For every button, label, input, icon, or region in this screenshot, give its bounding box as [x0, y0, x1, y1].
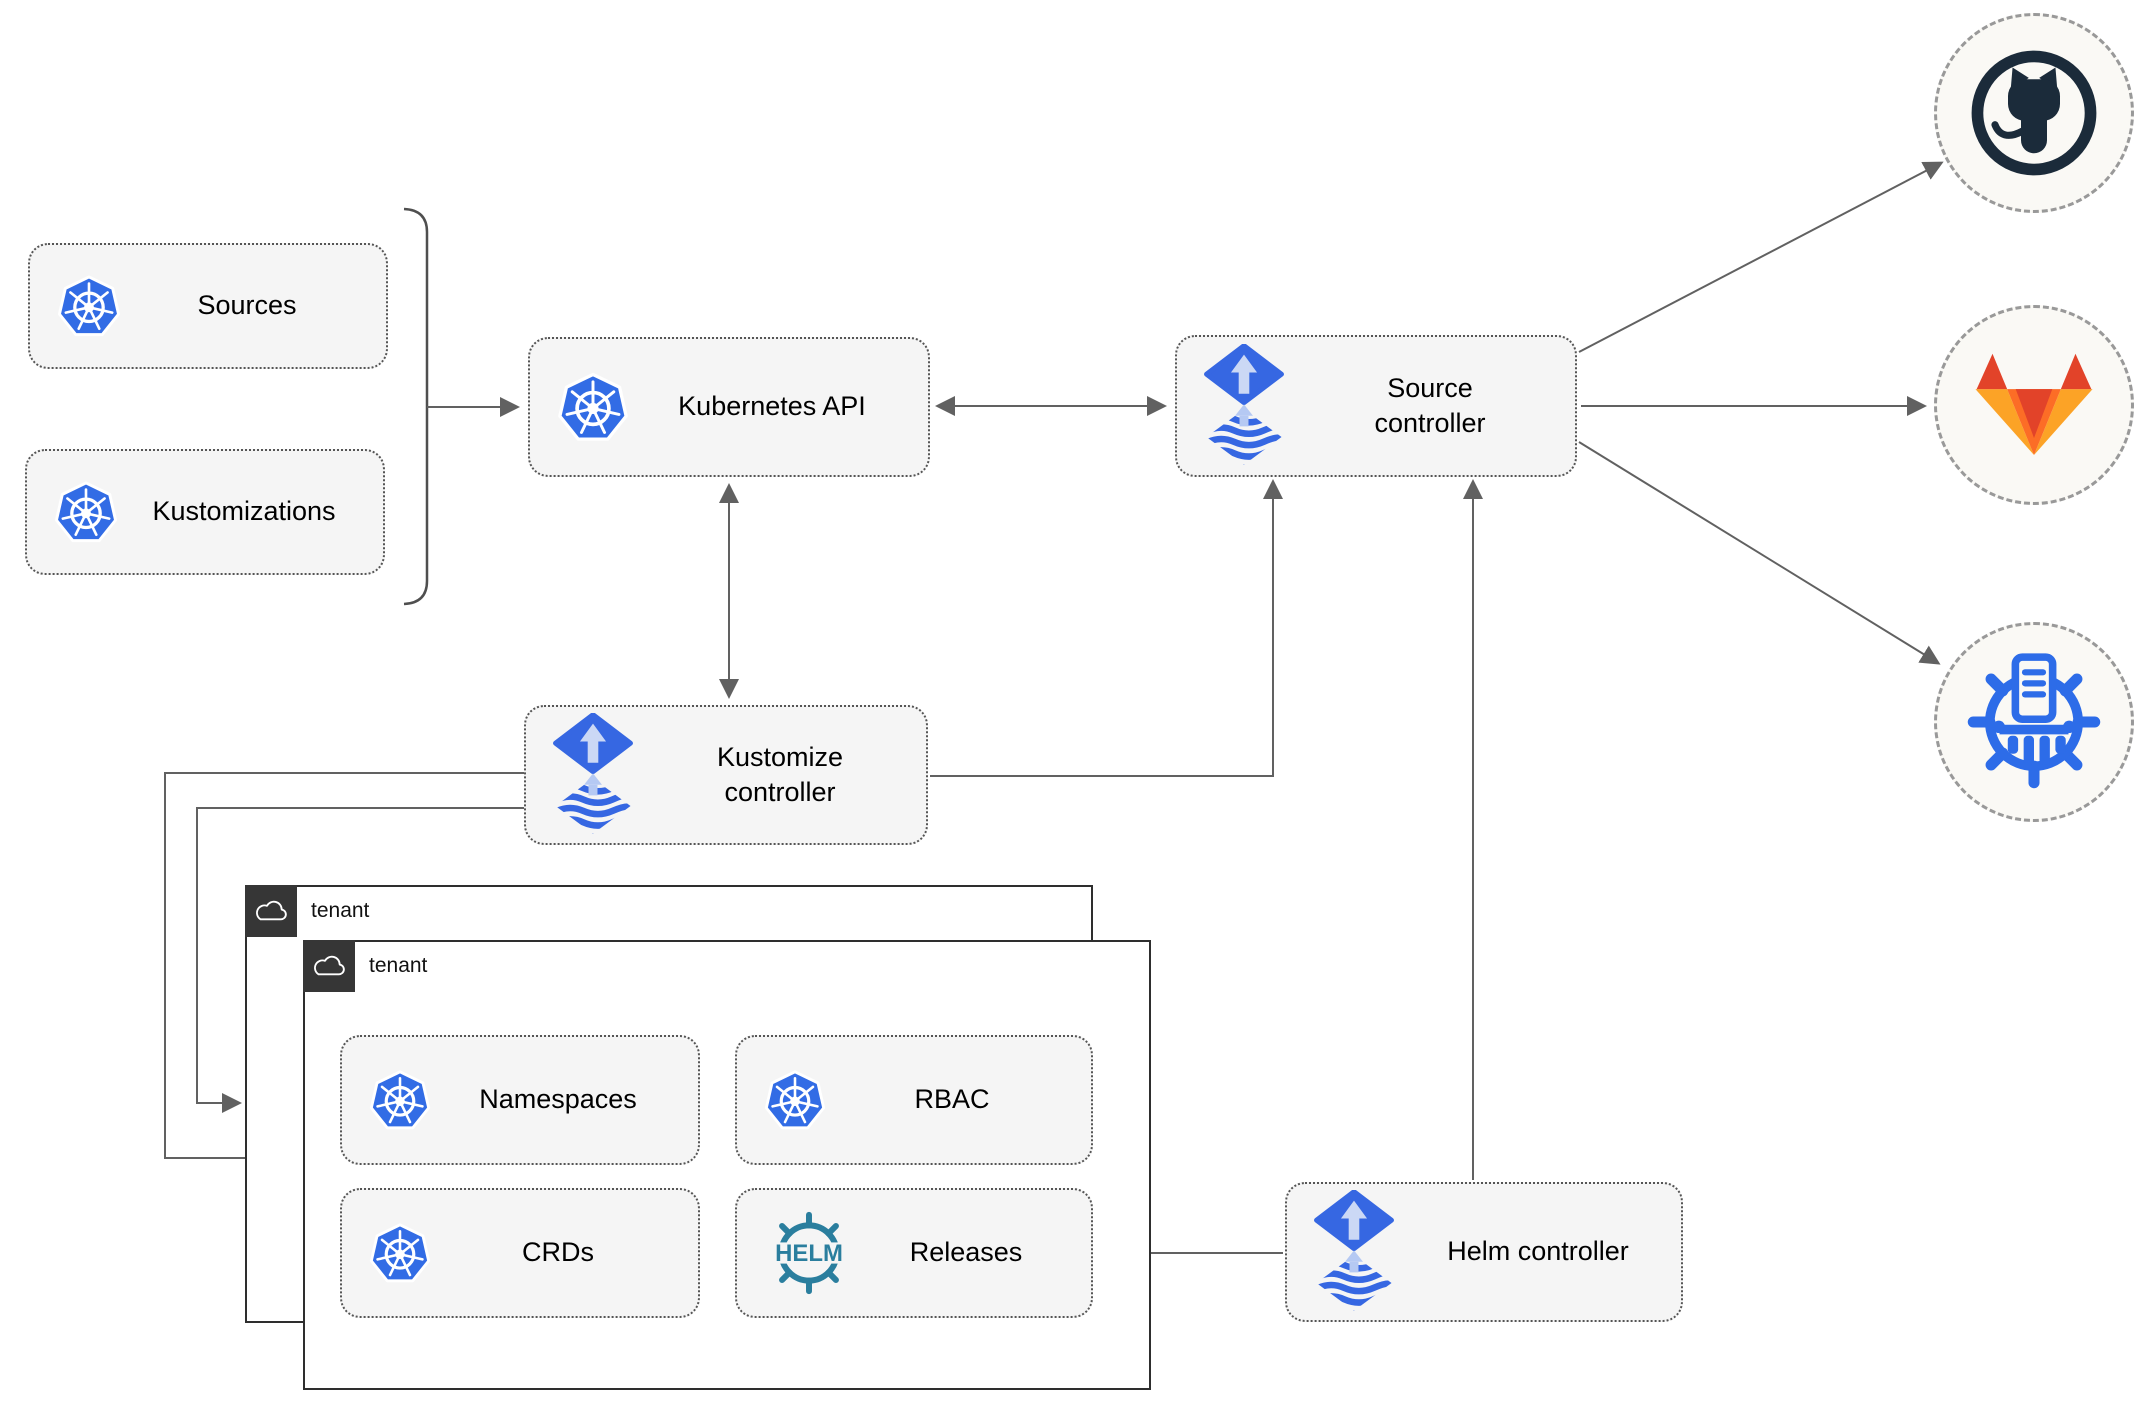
flux-icon: [1313, 1190, 1395, 1314]
node-label: Source controller: [1374, 372, 1486, 438]
node-label: Namespaces: [479, 1084, 637, 1115]
chartmuseum-icon: [1965, 653, 2103, 791]
kubernetes-icon: [53, 479, 119, 545]
flux-icon: [552, 713, 634, 837]
node-label: Helm controller: [1447, 1236, 1629, 1267]
tenant-badge: [245, 885, 297, 937]
node-crds: CRDs: [340, 1188, 700, 1318]
node-helm-controller: Helm controller: [1285, 1182, 1683, 1322]
cloud-icon: [311, 953, 348, 980]
edge-kustomize-to-tenant-inner: [164, 772, 524, 1168]
kubernetes-icon: [368, 1221, 432, 1285]
node-label: Kubernetes API: [678, 391, 866, 422]
helm-icon: HELM: [763, 1211, 855, 1295]
flux-icon: [1203, 344, 1285, 468]
node-sources: Sources: [28, 243, 388, 369]
node-kubernetes-api: Kubernetes API: [528, 337, 930, 477]
github-icon: [1969, 48, 2099, 178]
tenant-label: tenant: [369, 954, 428, 977]
edge-source-to-github: [1578, 161, 1944, 353]
cloud-icon: [253, 898, 290, 925]
node-source-controller: Source controller: [1175, 335, 1577, 477]
tenant-boundary-inner: tenant: [303, 940, 1151, 1390]
edge-kustomize-to-source: [930, 479, 1283, 777]
node-kustomizations: Kustomizations: [25, 449, 385, 575]
node-label: Sources: [197, 290, 297, 321]
edge-source-to-chartmuseum: [1578, 441, 1941, 665]
tenant-badge: [303, 940, 355, 992]
node-kustomize-controller: Kustomize controller: [524, 705, 928, 845]
remote-chartmuseum: [1934, 622, 2134, 822]
node-label: RBAC: [914, 1084, 990, 1115]
node-label: Kustomize controller: [716, 741, 844, 807]
remote-github: [1934, 13, 2134, 213]
tenant-label: tenant: [311, 899, 370, 922]
node-label: Releases: [909, 1237, 1023, 1268]
kubernetes-icon: [56, 273, 122, 339]
node-rbac: RBAC: [735, 1035, 1093, 1165]
kubernetes-icon: [368, 1068, 432, 1132]
helm-wordmark: HELM: [775, 1240, 843, 1267]
remote-gitlab: [1934, 305, 2134, 505]
bracket-sources-group: [403, 207, 429, 606]
node-releases: HELM Releases: [735, 1188, 1093, 1318]
node-label: CRDs: [522, 1237, 594, 1268]
kubernetes-icon: [556, 370, 630, 444]
edge-kustomize-to-tenant-outer: [196, 807, 524, 1113]
gitlab-icon: [1973, 350, 2095, 460]
node-namespaces: Namespaces: [340, 1035, 700, 1165]
kubernetes-icon: [763, 1068, 827, 1132]
node-label: Kustomizations: [152, 496, 336, 527]
